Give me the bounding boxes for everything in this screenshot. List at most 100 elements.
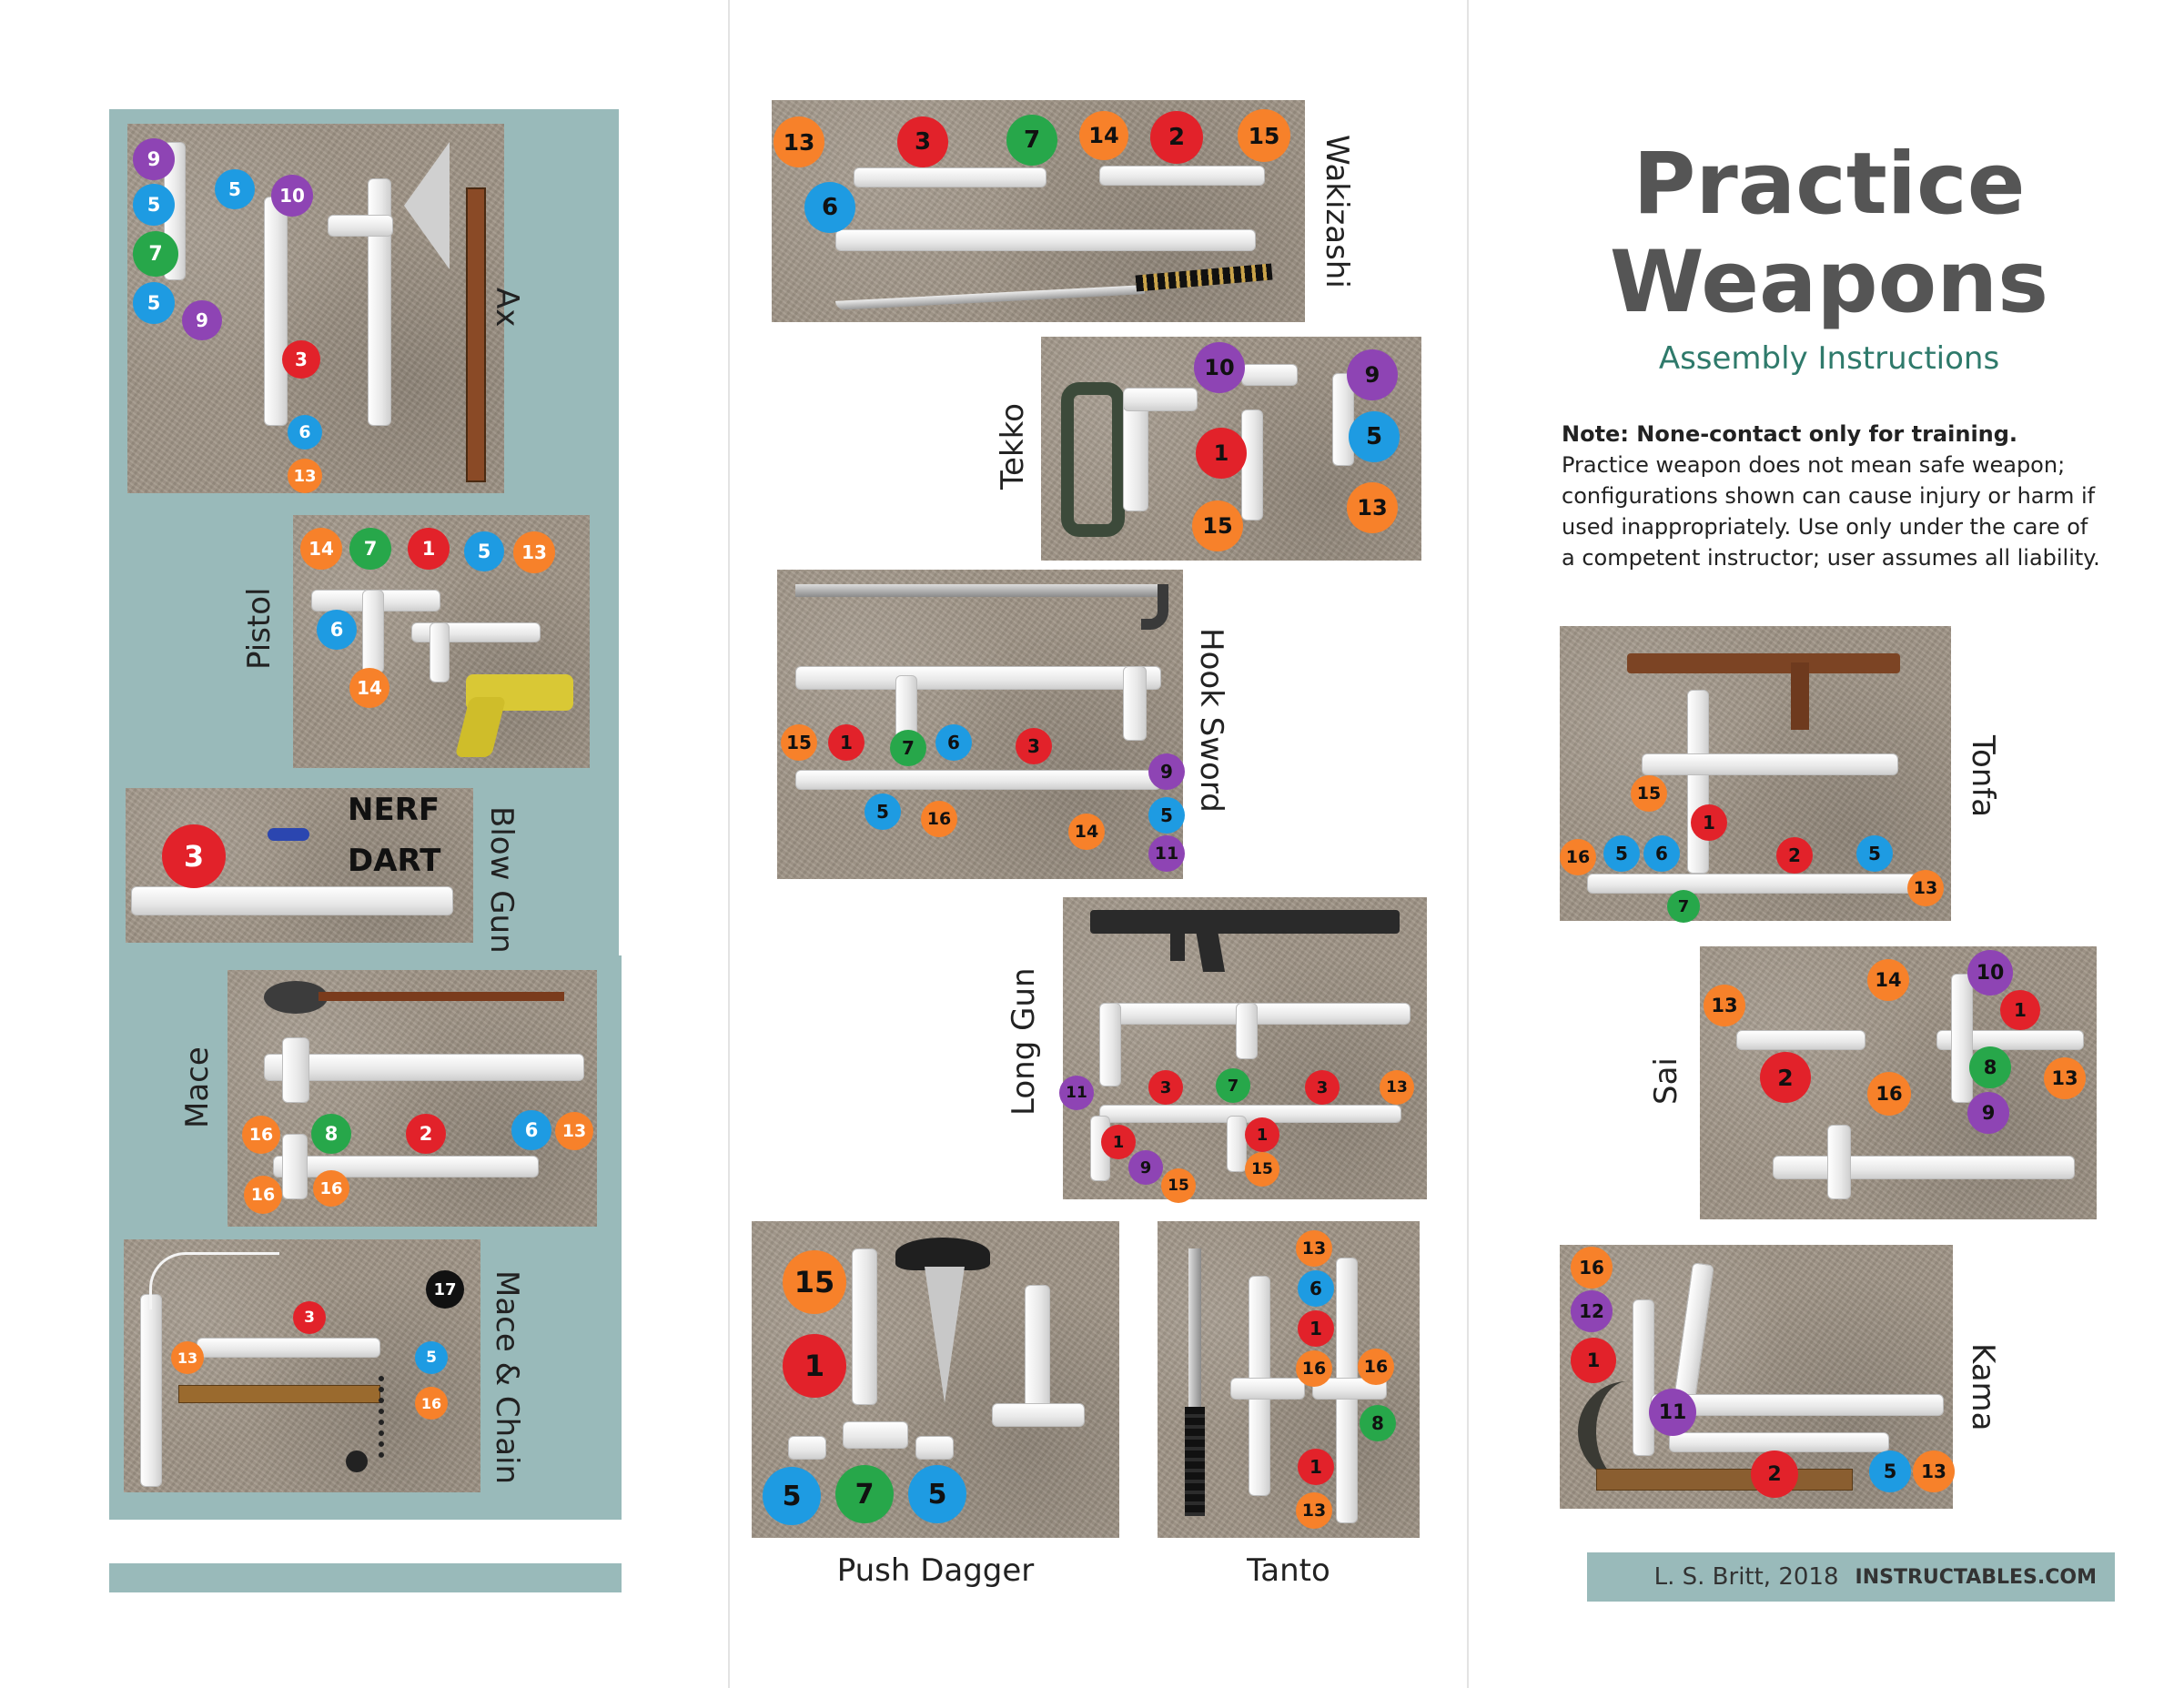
part-badge: 7 [1006, 115, 1057, 166]
pipe [131, 886, 453, 915]
part-badge: 2 [406, 1114, 446, 1154]
pipe [843, 1421, 908, 1449]
kama-blade-icon [1578, 1381, 1633, 1481]
pipe [1736, 1030, 1866, 1050]
pipe [1587, 874, 1916, 894]
push-dagger-blade [925, 1267, 965, 1403]
part-badge: 16 [415, 1387, 448, 1420]
ax-photo [127, 124, 504, 493]
rifle-icon [1090, 910, 1400, 934]
part-badge: 5 [133, 282, 175, 324]
hook-sword-hook [1141, 584, 1168, 630]
part-badge: 6 [935, 724, 972, 761]
part-badge: 14 [1079, 111, 1128, 160]
long-gun-label: Long Gun [1006, 967, 1042, 1116]
part-badge: 5 [133, 184, 175, 226]
part-badge: 15 [1161, 1168, 1196, 1203]
part-badge: 13 [555, 1112, 593, 1150]
part-badge: 13 [1380, 1070, 1414, 1105]
part-badge: 13 [171, 1341, 204, 1374]
rifle-magazine [1195, 930, 1226, 972]
part-badge: 15 [783, 1250, 846, 1314]
part-badge: 8 [311, 1114, 351, 1154]
part-badge: 7 [1667, 890, 1700, 923]
part-badge: 5 [415, 1341, 448, 1374]
part-badge: 16 [1560, 839, 1596, 875]
part-badge: 3 [1148, 1070, 1183, 1105]
pipe [1123, 666, 1147, 741]
nerf-dart-line2: DART [348, 843, 441, 879]
pipe [430, 622, 450, 682]
hook-sword-label: Hook Sword [1193, 628, 1229, 813]
part-badge: 9 [1967, 1092, 2009, 1134]
tonfa-handle [1791, 662, 1809, 730]
pipe [852, 1248, 877, 1405]
part-badge: 1 [408, 528, 450, 570]
panel-fold-left [728, 0, 730, 1688]
pipe [328, 215, 393, 237]
part-badge: 16 [244, 1176, 282, 1214]
part-badge: 5 [864, 793, 901, 830]
part-badge: 16 [1296, 1350, 1332, 1387]
kama-handle [1596, 1469, 1853, 1491]
pistol-label: Pistol [241, 587, 278, 671]
spiked-ball-icon [346, 1450, 368, 1472]
part-badge: 1 [1101, 1125, 1136, 1159]
pipe [1936, 1030, 2084, 1050]
pipe [1099, 1003, 1121, 1087]
pipe [1642, 753, 1898, 775]
part-badge: 3 [162, 824, 226, 888]
part-badge: 5 [1856, 835, 1893, 872]
left-panel-footer-bar [109, 1563, 622, 1592]
pipe [1099, 166, 1265, 186]
pipe [264, 197, 288, 426]
part-badge: 7 [133, 231, 178, 277]
pipe [1827, 1125, 1851, 1199]
safety-note-body: Practice weapon does not mean safe weapo… [1562, 452, 2100, 571]
long-gun-photo [1063, 897, 1427, 1199]
rifle-grip [1170, 930, 1185, 961]
sword-handle [1135, 263, 1273, 292]
part-badge: 15 [1192, 500, 1243, 551]
part-badge: 6 [317, 610, 357, 650]
pipe [788, 1436, 826, 1460]
part-badge: 13 [513, 531, 555, 573]
part-badge: 16 [921, 801, 957, 837]
tanto-handle [1185, 1407, 1205, 1516]
part-badge: 16 [313, 1170, 349, 1207]
pipe [1773, 1156, 2075, 1179]
pipe [1123, 388, 1198, 411]
chain-icon [351, 1376, 384, 1458]
part-badge: 13 [1296, 1230, 1332, 1267]
blowgun-label: Blow Gun [483, 806, 520, 954]
part-badge: 5 [215, 169, 255, 209]
credit-site[interactable]: INSTRUCTABLES.COM [1855, 1565, 2097, 1589]
pipe [362, 590, 384, 673]
rope-line [149, 1252, 279, 1309]
part-badge: 13 [1704, 985, 1745, 1026]
pipe [835, 229, 1256, 251]
pipe [1687, 690, 1709, 874]
nerf-dart-icon [268, 828, 309, 841]
sai-label: Sai [1648, 1057, 1684, 1105]
pipe [795, 666, 1161, 690]
tanto-blade [1188, 1248, 1201, 1412]
tanto-label: Tanto [1247, 1552, 1330, 1589]
pipe [282, 1037, 309, 1103]
part-badge: 7 [835, 1465, 894, 1523]
pipe [273, 1156, 539, 1178]
part-badge: 5 [1603, 835, 1640, 872]
part-badge: 13 [774, 116, 824, 167]
part-badge: 12 [1571, 1290, 1613, 1332]
part-badge: 7 [890, 730, 926, 766]
toy-pistol-grip [454, 697, 507, 757]
pipe [1241, 364, 1298, 386]
part-badge: 2 [1751, 1450, 1798, 1498]
hook-sword-photo [777, 570, 1183, 879]
part-badge: 6 [804, 182, 855, 233]
part-badge: 5 [1148, 797, 1185, 834]
wakizashi-label: Wakizashi [1319, 135, 1355, 288]
hook-sword-icon [795, 584, 1168, 597]
mace-head-icon [264, 981, 328, 1014]
pipe [1669, 1432, 1889, 1452]
